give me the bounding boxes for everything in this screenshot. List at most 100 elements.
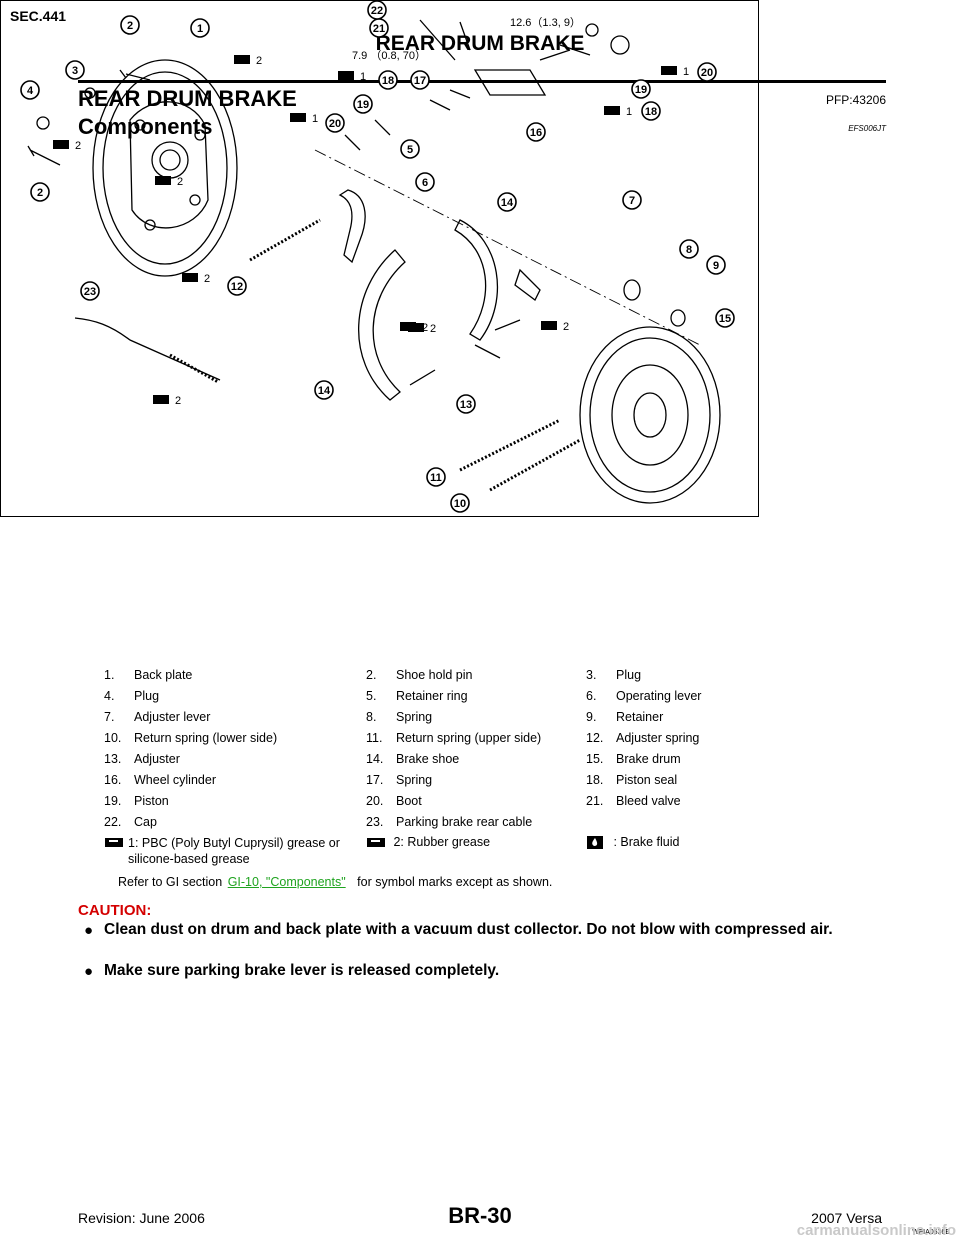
callout-circle [715, 308, 735, 328]
reference-suffix: for symbol marks except as shown. [357, 875, 553, 889]
callout-number: 8 [686, 244, 692, 256]
callout-circle [30, 182, 50, 202]
callout-number: 19 [635, 84, 647, 96]
callout-circle [367, 0, 387, 20]
callout-number: 18 [645, 106, 657, 118]
legend-cell: 13.Adjuster [100, 748, 362, 769]
legend-number: 23. [366, 814, 384, 829]
callout-number: 10 [454, 498, 466, 510]
grease-icon [338, 71, 354, 80]
reference-prefix: Refer to GI section [118, 875, 223, 889]
caution-item: Make sure parking brake lever is release… [104, 962, 500, 979]
callout-circle [314, 380, 334, 400]
callout-circle [450, 493, 470, 513]
callout-circle [706, 255, 726, 275]
callout-number: 13 [460, 399, 472, 411]
grease-mark-number: 1 [626, 106, 632, 118]
legend-number: 16. [104, 772, 122, 787]
legend-cell: 15.Brake drum [582, 748, 860, 769]
legend-number: 9. [586, 709, 597, 724]
callout-circle [325, 113, 345, 133]
callout-circle [400, 139, 420, 159]
callout-circle [697, 62, 717, 82]
legend-label: Shoe hold pin [396, 667, 473, 682]
callout-circle [65, 60, 85, 80]
subsection-code: EFS006JT [848, 124, 886, 133]
callout-number: 16 [530, 127, 542, 139]
grease-icon [104, 835, 124, 867]
legend-number: 10. [104, 730, 122, 745]
page-number: BR-30 [448, 1203, 512, 1228]
legend-cell: 11.Return spring (upper side) [362, 727, 582, 748]
legend-cell: 19.Piston [100, 790, 362, 811]
legend-number: 12. [586, 730, 604, 745]
callout-number: 2 [37, 187, 43, 199]
legend-cell: 9. Retainer [582, 706, 860, 727]
torque-spec-cap: 7.9 （0.8, 70） [352, 50, 426, 62]
legend-label: Wheel cylinder [134, 772, 216, 787]
legend-cell: 5.Retainer ring [362, 685, 582, 706]
legend-label: Bleed valve [616, 793, 681, 808]
grease-mark-number: 1 [683, 66, 689, 78]
legend-symbol-1: 1: PBC (Poly Butyl Cuprysil) grease or s… [100, 832, 362, 867]
legend-cell: 18.Piston seal [582, 769, 860, 790]
legend-cell: 12.Adjuster spring [582, 727, 860, 748]
callout-number: 4 [27, 85, 34, 97]
vehicle-model: 2007 Versa [811, 1210, 882, 1226]
legend-label: Spring [396, 772, 433, 787]
callout-circle [20, 80, 40, 100]
legend-number: 1. [104, 667, 115, 682]
legend-label: Boot [396, 793, 422, 808]
reference-link[interactable]: GI-10, "Components" [227, 875, 346, 889]
grease-icon [290, 113, 306, 122]
watermark: carmanualsonline.info [796, 1222, 956, 1239]
callout-circle [497, 192, 517, 212]
legend-symbol-row: 1: PBC (Poly Butyl Cuprysil) grease or s… [100, 832, 860, 867]
callout-number: 1 [197, 23, 203, 35]
callout-circle [190, 18, 210, 38]
callout-number: 20 [701, 67, 713, 79]
callout-number: 20 [329, 118, 341, 130]
grease-mark-number: 2 [177, 176, 183, 188]
caution-title: CAUTION: [78, 902, 152, 919]
callout-circle [631, 79, 651, 99]
grease-icon [153, 395, 169, 404]
legend-number: 8. [366, 709, 377, 724]
grease-mark-number: 2 [563, 321, 569, 333]
page-header-title: REAR DRUM BRAKE [375, 32, 585, 55]
legend-symbol-3: : Brake fluid [582, 832, 860, 867]
legend-number: 22. [104, 814, 122, 829]
legend-cell: 8.Spring [362, 706, 582, 727]
grease-icon [53, 140, 69, 149]
grease-mark-number: 2 [256, 55, 262, 67]
callout-number: 11 [430, 472, 442, 484]
legend-label: Brake shoe [396, 751, 460, 766]
callout-number: 18 [382, 75, 394, 87]
legend-number: 6. [586, 688, 597, 703]
legend-label: Adjuster [134, 751, 180, 766]
grease-icon [400, 322, 416, 331]
callout-circle [415, 172, 435, 192]
legend-cell: 23.Parking brake rear cable [362, 811, 582, 832]
legend-number: 4. [104, 688, 115, 703]
legend-label: Retainer [616, 709, 664, 724]
caution-item: Clean dust on drum and back plate with a… [104, 921, 833, 938]
callout-circle [426, 467, 446, 487]
callout-number: 7 [629, 195, 635, 207]
bullet-icon: ● [84, 963, 94, 980]
legend-cell: 21.Bleed valve [582, 790, 860, 811]
callout-circle [120, 15, 140, 35]
callout-circle [410, 70, 430, 90]
legend-number: 14. [366, 751, 384, 766]
grease-mark-number: 2 [422, 322, 428, 334]
callout-number: 12 [231, 281, 243, 293]
callout-circle [378, 70, 398, 90]
brake-fluid-icon [586, 835, 606, 852]
